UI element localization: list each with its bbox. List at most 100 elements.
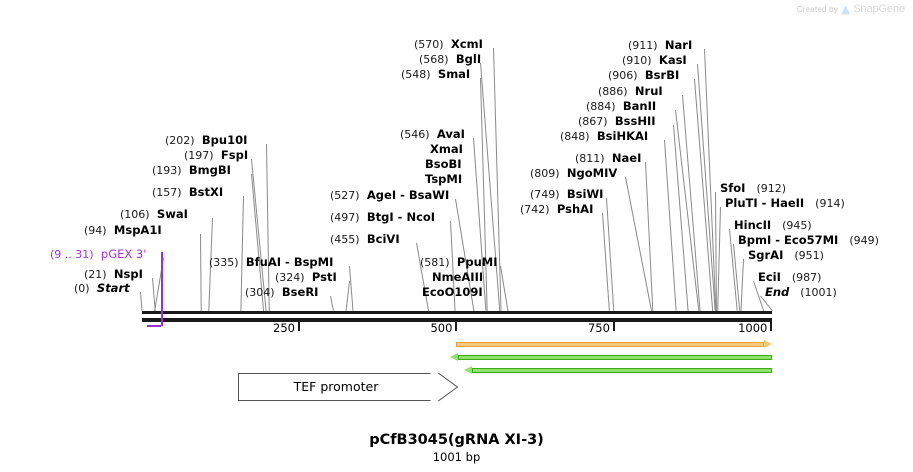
site-label-nspi[interactable]: (21) NspI [84, 268, 143, 281]
site-name: BsiHKAI [596, 129, 649, 143]
site-label-avai[interactable]: (546) AvaI [400, 128, 465, 141]
site-name: NmeAIII [432, 270, 484, 284]
site-name: BssHII [614, 114, 656, 128]
site-label-bmgbi[interactable]: (193) BmgBI [152, 164, 231, 177]
site-label-bgli[interactable]: (568) BglI [419, 53, 481, 66]
site-name: SmaI [437, 67, 471, 81]
site-label-naei[interactable]: (811) NaeI [575, 152, 641, 165]
leader-line-bseri [330, 295, 334, 312]
site-label-bfuai-bspmi[interactable]: (335) BfuAI - BspMI [209, 256, 333, 269]
arrow-head-icon [763, 340, 772, 348]
site-position: (867) [578, 115, 608, 128]
site-label-pluti-haeii[interactable]: PluTI - HaeII (914) [725, 197, 845, 210]
site-name: AvaI [436, 127, 465, 141]
site-label-bsihkai[interactable]: (848) BsiHKAI [560, 130, 648, 143]
backbone-line-bottom [141, 318, 772, 322]
site-label-bstxi[interactable]: (157) BstXI [152, 186, 223, 199]
site-position: (945) [782, 219, 812, 232]
site-label-ppumi[interactable]: (581) PpuMI [420, 256, 497, 269]
site-name: TspMI [425, 172, 463, 186]
site-name: PshAI [556, 202, 594, 216]
site-label-nmeaiii[interactable]: NmeAIII [432, 271, 483, 284]
site-position: (0) [74, 282, 90, 295]
site-label-bsobi[interactable]: BsoBI [425, 158, 462, 171]
page-title: pCfB3045(gRNA XI-3) [369, 432, 544, 448]
watermark-brand: SnapGene [853, 3, 905, 15]
site-position: (910) [622, 54, 652, 67]
feature-tef-promoter[interactable] [238, 373, 458, 401]
site-name: AgeI - BsaWI [366, 188, 450, 202]
site-name: PstI [311, 270, 337, 284]
site-position: (548) [401, 68, 431, 81]
site-label-bseri[interactable]: (304) BseRI [245, 286, 318, 299]
site-name: NarI [664, 38, 693, 52]
site-label-bcivi[interactable]: (455) BciVI [330, 233, 400, 246]
leader-line-bfuai-bspmi [349, 265, 354, 312]
leader-line-start [140, 291, 143, 312]
site-label-nrui[interactable]: (886) NruI [598, 85, 663, 98]
site-name: BsiWI [566, 187, 604, 201]
site-label-xcmi[interactable]: (570) XcmI [414, 38, 483, 51]
site-name: BfuAI - BspMI [245, 255, 334, 269]
site-name: FspI [220, 148, 249, 162]
site-label-banii[interactable]: (884) BanII [586, 100, 656, 113]
green-reverse-arrow-1[interactable] [450, 353, 772, 362]
ruler-label-500: 500 [430, 321, 453, 335]
site-label-ngomiv[interactable]: (809) NgoMIV [530, 167, 617, 180]
site-label-nari[interactable]: (911) NarI [628, 39, 692, 52]
site-position: (157) [152, 186, 182, 199]
site-label-bsrbi[interactable]: (906) BsrBI [608, 69, 679, 82]
site-name: End [765, 285, 790, 299]
site-label-bsiwi[interactable]: (749) BsiWI [530, 188, 603, 201]
site-name: PpuMI [456, 255, 498, 269]
site-label-psti[interactable]: (324) PstI [275, 271, 337, 284]
site-name: BsrBI [644, 68, 680, 82]
site-label-swai[interactable]: (106) SwaI [120, 208, 188, 221]
site-name: KasI [658, 53, 687, 67]
orange-forward-arrow[interactable] [456, 340, 772, 349]
site-name: XcmI [450, 37, 483, 51]
site-label-hincii[interactable]: HincII (945) [734, 219, 812, 232]
site-position: (202) [165, 134, 195, 147]
site-name: NaeI [611, 151, 642, 165]
green-reverse-arrow-2[interactable] [463, 366, 772, 375]
site-name: BtgI - NcoI [366, 210, 436, 224]
site-name: BsoBI [425, 157, 462, 171]
site-name: EcoO109I [422, 285, 483, 299]
site-label-mspa1i[interactable]: (94) MspA1I [84, 224, 162, 237]
site-label-agei-bsawi[interactable]: (527) AgeI - BsaWI [330, 189, 449, 202]
site-label-pshai[interactable]: (742) PshAI [520, 203, 593, 216]
site-label-fspi[interactable]: (197) FspI [184, 149, 248, 162]
site-label-ecii[interactable]: EciI (987) [758, 271, 821, 284]
site-label-start[interactable]: (0) Start [74, 282, 130, 295]
site-label-ecoo109i[interactable]: EcoO109I [422, 286, 483, 299]
site-label-xmai[interactable]: XmaI [430, 143, 463, 156]
site-label-pgex-3-[interactable]: (9 .. 31) pGEX 3' [50, 248, 146, 261]
leader-line-banii [675, 109, 700, 312]
leader-line-sfoi [715, 191, 717, 312]
site-position: (546) [400, 128, 430, 141]
tef-promoter-label: TEF promoter [293, 379, 379, 394]
leader-line-mspa1i [200, 233, 202, 312]
ruler-tick-250 [297, 322, 300, 331]
snapgene-logo-icon: ▲ [840, 2, 851, 16]
site-name: EciI [758, 270, 781, 284]
site-position: (324) [275, 271, 305, 284]
site-label-bpmi-eco57mi[interactable]: BpmI - Eco57MI (949) [738, 234, 879, 247]
site-label-smai[interactable]: (548) SmaI [401, 68, 470, 81]
site-label-end[interactable]: End (1001) [765, 286, 837, 299]
site-position: (914) [815, 197, 845, 210]
site-label-btgi-ncoi[interactable]: (497) BtgI - NcoI [330, 211, 435, 224]
site-label-bpu10i[interactable]: (202) Bpu10I [165, 134, 247, 147]
site-label-sgrai[interactable]: SgrAI (951) [748, 249, 824, 262]
site-label-kasi[interactable]: (910) KasI [622, 54, 687, 67]
site-name: NspI [113, 267, 143, 281]
watermark-prefix: Created by [796, 4, 838, 14]
site-label-bsshii[interactable]: (867) BssHII [578, 115, 656, 128]
site-position: (304) [245, 286, 275, 299]
site-label-sfoi[interactable]: SfoI (912) [720, 182, 786, 195]
site-name: NruI [634, 84, 663, 98]
leader-line-bstxi [240, 195, 244, 311]
site-label-tspmi[interactable]: TspMI [425, 173, 462, 186]
site-name: BanII [622, 99, 657, 113]
